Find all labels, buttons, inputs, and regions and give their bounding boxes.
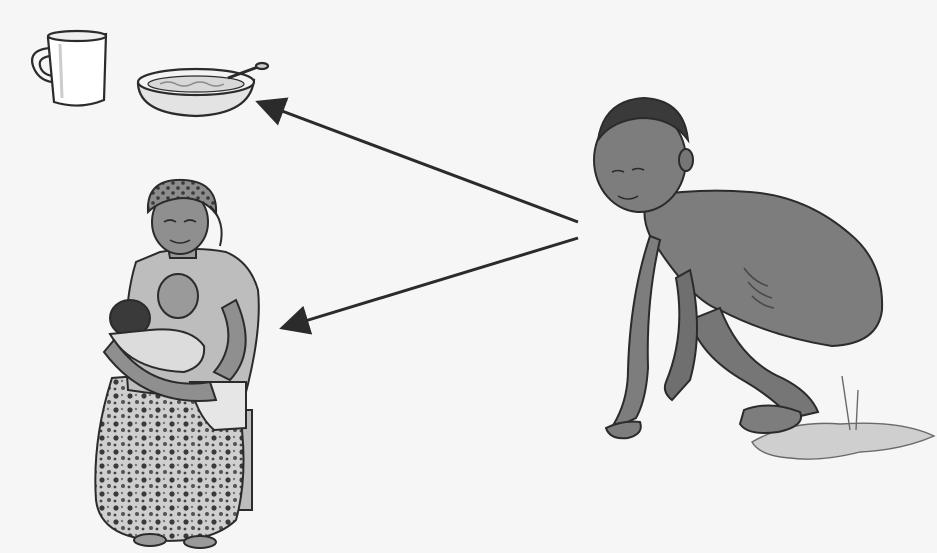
illustration-svg: [0, 0, 937, 553]
illustration-canvas: [0, 0, 937, 553]
